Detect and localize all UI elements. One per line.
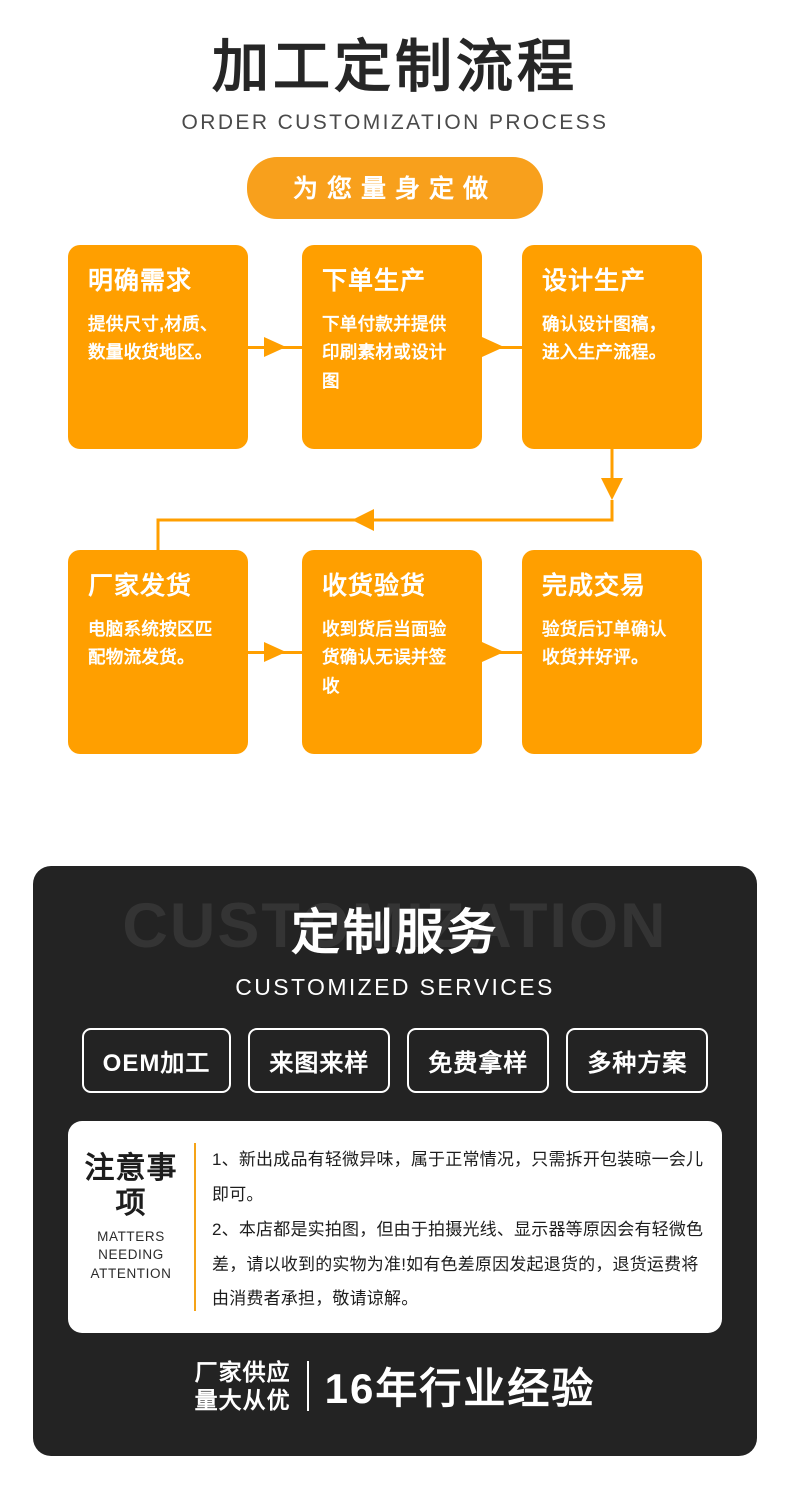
footer-divider [306,1360,309,1411]
flow-step-3: 设计生产 确认设计图稿，进入生产流程。 [522,245,702,450]
flow-step-desc: 验货后订单确认收货并好评。 [542,619,667,668]
service-tag-custom-drawing[interactable]: 来图来样 [248,1028,391,1093]
flow-step-desc: 电脑系统按区匹配物流发货。 [88,619,213,668]
watermark-text: CUSTOMIZATION [122,891,668,961]
arrow-right-icon [248,640,304,664]
notice-label-cn: 注意事项 [84,1152,178,1221]
flow-step-4: 厂家发货 电脑系统按区匹配物流发货。 [68,550,248,755]
flow-step-desc: 下单付款并提供印刷素材或设计图 [322,314,447,391]
footer-experience-text: 16年行业经验 [324,1365,596,1413]
tagline-pill: 为您量身定做 [246,157,543,220]
flow-step-title: 完成交易 [542,572,647,601]
service-tag-oem[interactable]: OEM加工 [81,1028,232,1093]
page-header: 加工定制流程 ORDER CUSTOMIZATION PROCESS 为您量身定… [0,0,790,220]
flow-step-title: 厂家发货 [88,572,193,601]
service-tag-multiple-plans[interactable]: 多种方案 [566,1028,709,1093]
flow-step-title: 明确需求 [88,267,193,296]
notice-panel: 注意事项 MATTERS NEEDING ATTENTION 1、新出成品有轻微… [68,1121,722,1334]
footer-banner: 厂家供应 量大从优 16年行业经验 [33,1355,757,1416]
customized-services-card: CUSTOMIZATION 定制服务 CUSTOMIZED SERVICES O… [33,866,757,1456]
page-subtitle: ORDER CUSTOMIZATION PROCESS [181,111,609,135]
notice-label-en-line3: ATTENTION [90,1266,172,1282]
arrow-right-icon [248,335,304,359]
flow-step-desc: 提供尺寸,材质、数量收货地区。 [88,314,218,363]
customized-services-title-en: CUSTOMIZED SERVICES [235,974,555,1000]
footer-left-text: 厂家供应 量大从优 [195,1358,291,1414]
flow-step-title: 设计生产 [542,267,647,296]
flow-step-2: 下单生产 下单付款并提供印刷素材或设计图 [302,245,482,450]
notice-body: 1、新出成品有轻微异味，属于正常情况，只需拆开包装晾一会儿即可。 2、本店都是实… [196,1137,722,1317]
notice-item: 1、新出成品有轻微异味，属于正常情况，只需拆开包装晾一会儿即可。 [212,1150,704,1204]
service-tag-free-sample[interactable]: 免费拿样 [407,1028,550,1093]
notice-label-en-line2: NEEDING [98,1247,164,1263]
flow-step-title: 收货验货 [322,572,427,601]
flow-step-5: 收货验货 收到货后当面验货确认无误并签收 [302,550,482,755]
customized-services-header: CUSTOMIZATION 定制服务 CUSTOMIZED SERVICES [33,866,757,1016]
notice-item: 2、本店都是实拍图，但由于拍摄光线、显示器等原因会有轻微色差，请以收到的实物为准… [212,1219,704,1309]
process-flow-diagram: 明确需求 提供尺寸,材质、数量收货地区。 下单生产 下单付款并提供印刷素材或设计… [0,245,790,790]
page-title: 加工定制流程 [212,35,578,99]
flow-step-1: 明确需求 提供尺寸,材质、数量收货地区。 [68,245,248,450]
service-tag-list: OEM加工 来图来样 免费拿样 多种方案 [33,1016,757,1093]
flow-step-title: 下单生产 [322,267,427,296]
footer-left-line1: 厂家供应 [194,1358,291,1385]
arrow-right-icon [466,335,522,359]
notice-label-en-line1: MATTERS [97,1228,165,1244]
customized-services-title-cn: 定制服务 [290,906,499,960]
arrow-right-icon [466,640,522,664]
notice-label: 注意事项 MATTERS NEEDING ATTENTION [68,1143,196,1312]
footer-left-line2: 量大从优 [194,1386,291,1413]
flow-step-desc: 收到货后当面验货确认无误并签收 [322,619,447,696]
notice-label-en: MATTERS NEEDING ATTENTION [74,1228,188,1284]
flow-step-desc: 确认设计图稿，进入生产流程。 [542,314,667,363]
flow-step-6: 完成交易 验货后订单确认收货并好评。 [522,550,702,755]
